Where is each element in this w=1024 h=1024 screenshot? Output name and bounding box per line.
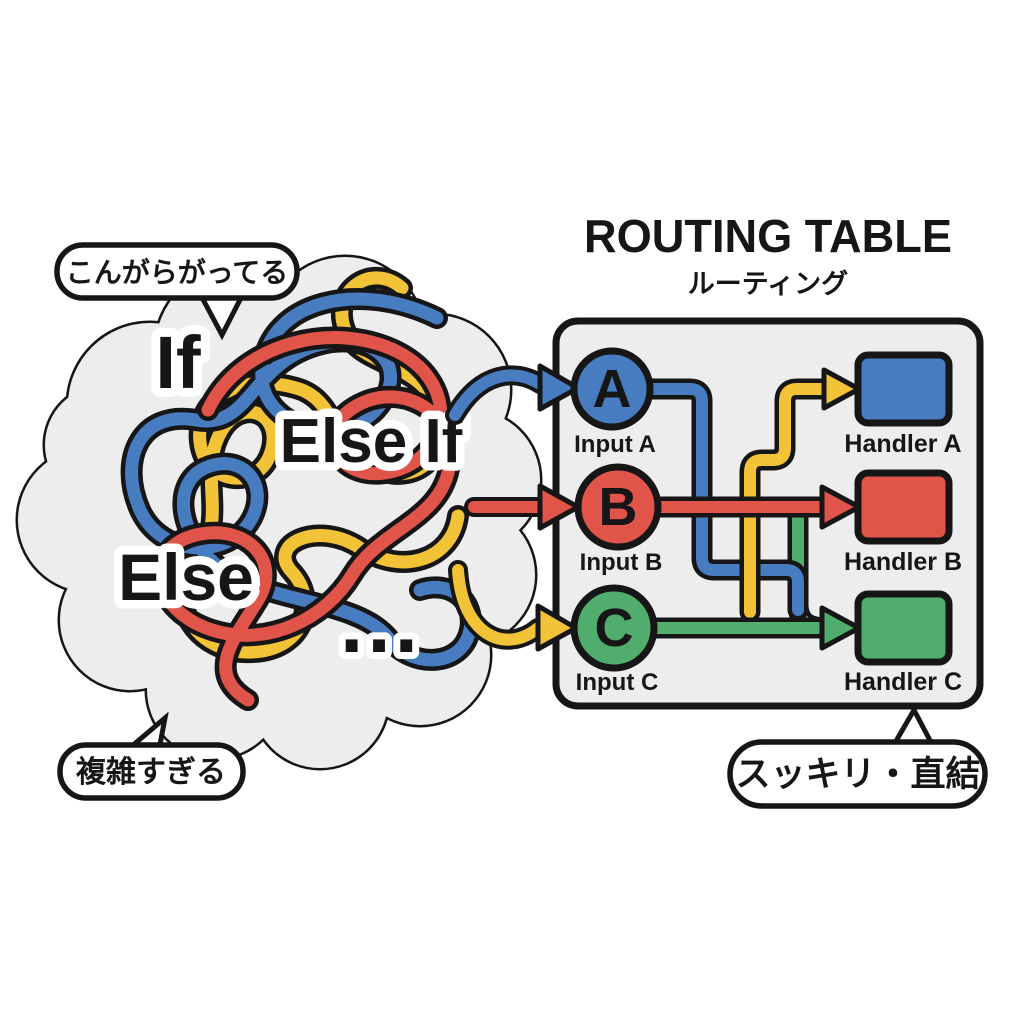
input-a-label: Input A [574,431,656,458]
routing-subtitle: ルーティング [688,268,848,299]
arrowhead-blue-external [537,363,581,412]
tangle-word-else-if: Else If [280,407,463,476]
bubble-body-top-left [54,242,300,301]
handler-c-rect [854,590,953,666]
handler-nodes: Handler A Handler B Handler C [844,351,962,696]
tangle-rope-blue [120,288,482,671]
input-b-label: Input B [580,549,663,576]
handler-a-rect [854,351,953,427]
route-blue-from-a [637,378,809,621]
input-b-circle [574,463,662,551]
bubble-text-bottom-right: スッキリ・直結 [735,755,980,794]
input-c-circle [570,584,658,672]
handler-c-label: Handler C [844,668,962,696]
external-arrows [445,363,581,652]
bubble-body-bottom-left [57,742,246,801]
speech-bubble-bottom-right: スッキリ・直結 [727,704,988,809]
speech-bubble-bottom-left: 複雑すぎる [57,711,246,801]
input-nodes: A Input A B Input B C Input C [570,347,663,696]
input-c-letter: C [595,598,634,658]
arrow-into-input-b [464,483,581,531]
arrowhead-yellow-external [535,603,579,652]
handler-a-label: Handler A [844,430,961,458]
route-green-to-handler-c [641,605,862,651]
input-b-letter: B [599,477,638,537]
speech-bubble-top-left: こんがらがってる [54,242,300,341]
handler-b-label: Handler B [844,548,962,576]
arrowhead-red-external [537,483,581,531]
tangle-ropes [120,266,482,711]
route-red-to-handler-b [645,484,862,530]
tangle-words: If Else If Else ... [110,312,472,677]
internal-routes [637,367,862,651]
input-a-circle [570,347,654,431]
handler-b-rect [854,469,953,545]
arrow-into-input-a [445,363,581,425]
tangle-ellipsis: ... [340,576,422,670]
tangle-word-else: Else [118,540,254,614]
input-c-label: Input C [576,669,659,696]
route-yellow-to-handler-a [739,367,862,623]
bubble-text-top-left: こんがらがってる [66,256,289,288]
tangle-rope-red [149,326,462,711]
input-a-letter: A [593,359,632,419]
arrow-into-input-c [448,560,579,652]
arrowhead-green-internal [819,605,862,651]
bubble-text-bottom-left: 複雑すぎる [76,756,226,789]
arrowhead-yellow-internal [821,367,862,411]
tangle-word-if: If [155,321,201,404]
arrowhead-red-internal [819,484,862,530]
bubble-body-bottom-right [727,739,988,809]
routing-title: ROUTING TABLE [584,210,952,262]
